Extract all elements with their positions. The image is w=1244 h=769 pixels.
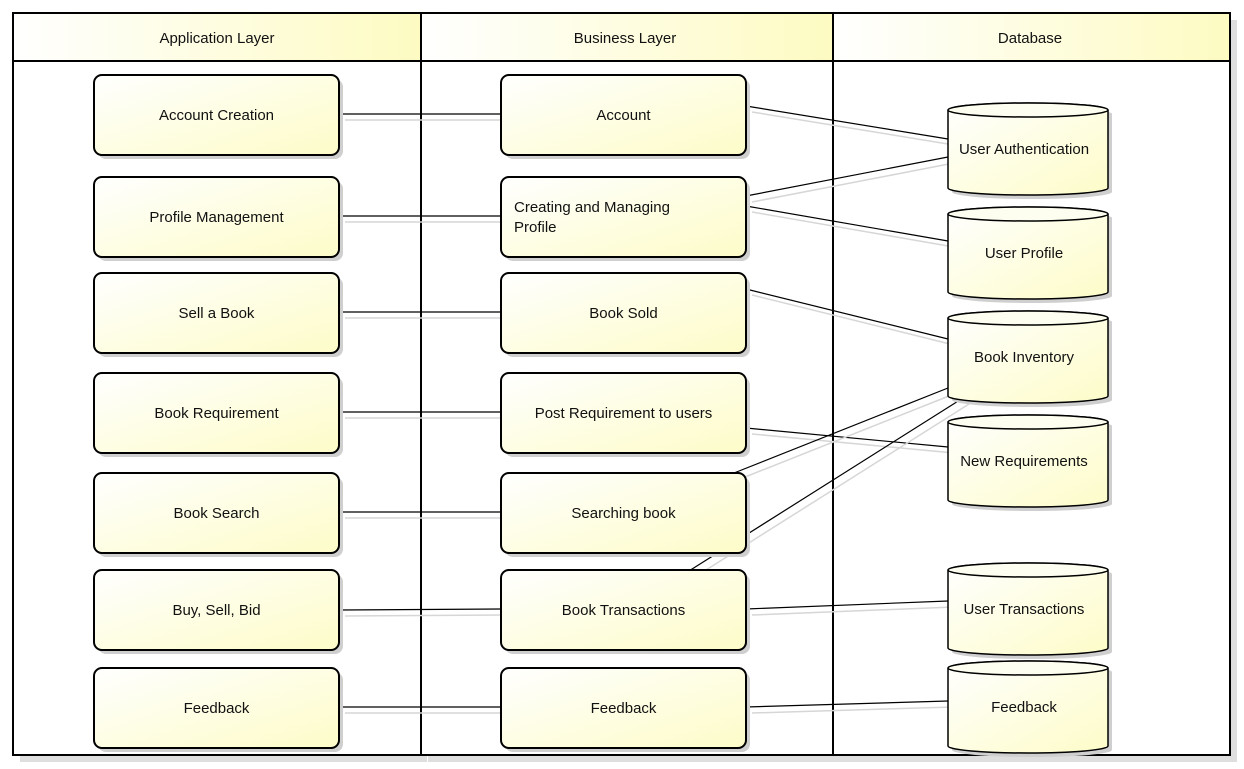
box-label: Account Creation [159,107,274,124]
lane-title-business: Business Layer [574,30,677,47]
connector-biz-feedback-to-db-feedback [745,700,949,708]
connector-shadow [751,606,955,616]
cylinder-label: User Authentication [959,141,1089,158]
box-label: Book Sold [589,305,657,322]
cylinder-top [947,414,1109,430]
connector-shadow [751,111,955,146]
box-body [93,569,340,651]
box-label: Account [596,107,651,124]
box-label: Feedback [591,700,657,717]
biz-feedback: Feedback [500,667,750,752]
cylinder-label: New Requirements [960,453,1088,470]
cylinder-top [947,660,1109,676]
app-account-creation: Account Creation [93,74,343,159]
box-label: Sell a Book [179,305,255,322]
box-label: Book Search [174,505,260,522]
cylinder-label: Feedback [991,699,1057,716]
db-user-transactions: User Transactions [947,562,1112,659]
box-label: Buy, Sell, Bid [172,602,260,619]
db-feedback: Feedback [947,660,1112,757]
box-body [500,372,747,454]
box-label: Book Transactions [562,602,685,619]
box-label: Post Requirement to users [535,405,713,422]
box-body [93,372,340,454]
app-book-search: Book Search [93,472,343,557]
biz-book-sold: Book Sold [500,272,750,357]
box-body [500,472,747,554]
connector-biz-searching-book-to-db-book-inventory [733,387,949,474]
db-user-authentication: User Authentication [947,102,1112,199]
lane-title-database: Database [998,30,1062,47]
cylinder-top [947,562,1109,578]
box-body [500,272,747,354]
connector-shadow [751,162,955,203]
connector-biz-creating-managing-profile-to-db-user-authentication [745,156,949,197]
app-feedback: Feedback [93,667,343,752]
box-body [93,74,340,156]
box-label: Searching book [571,505,676,522]
cylinder-top [947,102,1109,118]
biz-account: Account [500,74,750,159]
box-label: Feedback [184,700,250,717]
box-body [500,74,747,156]
connector-biz-book-transactions-to-db-user-transactions [745,600,949,610]
connector-app-buy-sell-bid-to-biz-book-transactions [338,608,502,611]
app-profile-management: Profile Management [93,176,343,261]
lane-titles: Application Layer Business Layer Databas… [159,30,1062,47]
connector-shadow [739,393,955,480]
app-book-requirement: Book Requirement [93,372,343,457]
connector-biz-post-requirement-to-db-new-requirements [745,427,949,448]
connector-biz-account-to-db-user-authentication [745,105,949,140]
connector-shadow [751,211,955,248]
cylinder-label: User Transactions [964,601,1085,618]
cylinder-label: User Profile [985,245,1063,262]
app-sell-a-book: Sell a Book [93,272,343,357]
cylinder-top [947,310,1109,326]
connector-biz-book-sold-to-db-book-inventory [745,288,949,340]
box-label: Book Requirement [154,405,279,422]
box-body [93,176,340,258]
box-body [500,176,747,258]
connector-shadow [751,294,955,346]
connector-shadow [751,433,955,454]
biz-book-transactions: Book Transactions [500,569,750,654]
lane-title-application: Application Layer [159,30,274,47]
biz-post-requirement: Post Requirement to users [500,372,750,457]
connector-biz-creating-managing-profile-to-db-user-profile [745,205,949,242]
db-user-profile: User Profile [947,206,1112,303]
lane-headers [13,13,1230,61]
box-body [500,667,747,749]
cylinder-label: Book Inventory [974,349,1075,366]
cylinder-top [947,206,1109,222]
box-body [93,667,340,749]
box-body [500,569,747,651]
db-new-requirements: New Requirements [947,414,1112,511]
app-buy-sell-bid: Buy, Sell, Bid [93,569,343,654]
box-body [93,272,340,354]
connector-shadow [344,614,508,617]
box-body [93,472,340,554]
box-label: Profile Management [149,209,284,226]
db-book-inventory: Book Inventory [947,310,1112,407]
lane-outlines [12,12,1231,756]
biz-searching-book: Searching book [500,472,750,557]
connector-shadow [751,706,955,714]
